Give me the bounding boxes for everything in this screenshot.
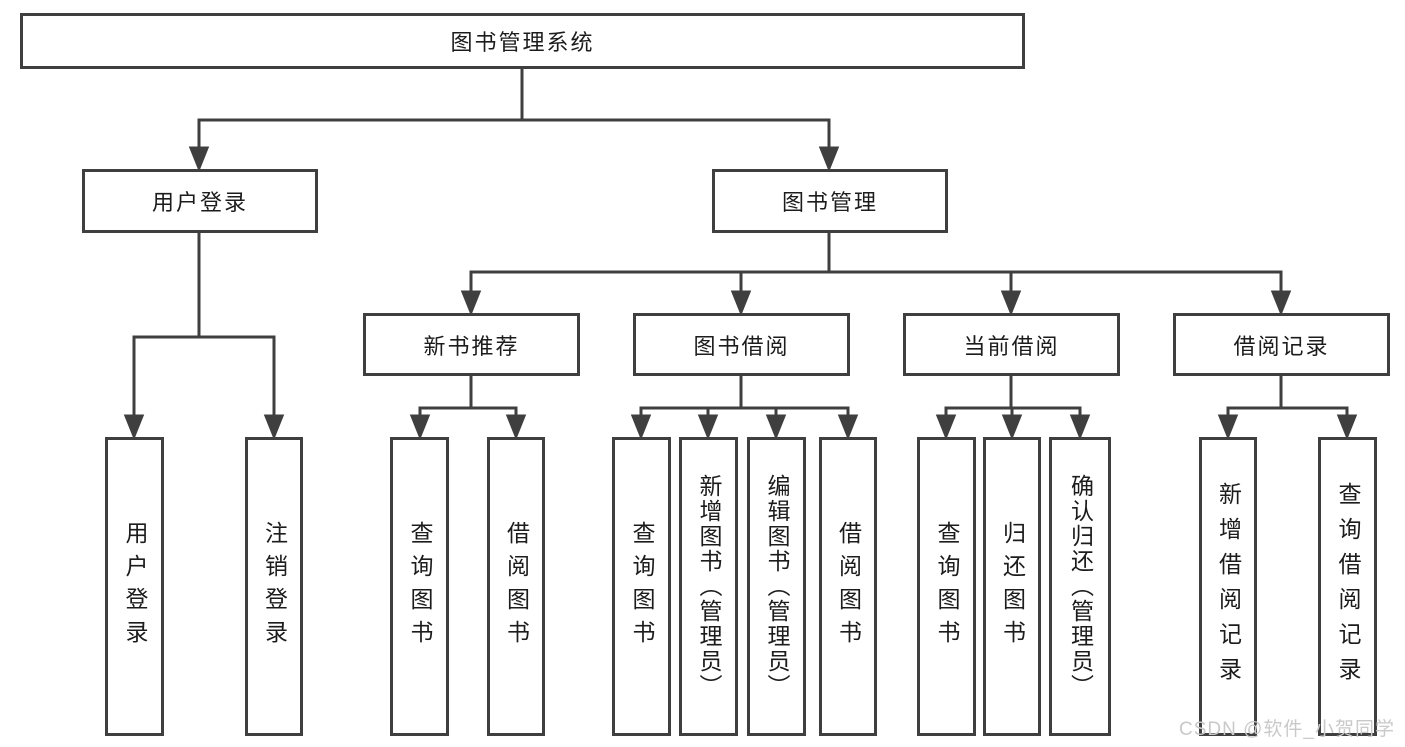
node-borrowing-records: 借阅记录	[1173, 313, 1390, 376]
node-book-borrowing: 图书借阅	[633, 313, 850, 376]
node-book-management: 图书管理	[712, 169, 948, 233]
leaf-edit-books-admin: 编辑图书（管理员）	[747, 437, 806, 736]
leaf-confirm-return-admin: 确认归还（管理员）	[1049, 437, 1111, 736]
leaf-search-borrow-record: 查询借阅记录	[1318, 437, 1377, 736]
leaf-search-books-borrowing: 查询图书	[612, 437, 671, 736]
node-library-management-system: 图书管理系统	[20, 13, 1025, 69]
watermark: CSDN @软件_小贺同学	[1179, 719, 1395, 740]
node-current-borrowing: 当前借阅	[903, 313, 1120, 376]
leaf-search-books-current: 查询图书	[917, 437, 976, 736]
leaf-user-login: 用户登录	[105, 437, 164, 736]
leaf-borrow-books-recommend: 借阅图书	[487, 437, 545, 736]
leaf-add-borrow-record: 新增借阅记录	[1199, 437, 1257, 736]
node-new-book-recommendation: 新书推荐	[363, 313, 580, 376]
leaf-logout: 注销登录	[245, 437, 303, 736]
node-user-login: 用户登录	[82, 169, 318, 233]
leaf-add-books-admin: 新增图书（管理员）	[679, 437, 738, 736]
leaf-search-books-recommend: 查询图书	[390, 437, 449, 736]
leaf-return-books: 归还图书	[983, 437, 1041, 736]
leaf-borrow-books: 借阅图书	[819, 437, 877, 736]
